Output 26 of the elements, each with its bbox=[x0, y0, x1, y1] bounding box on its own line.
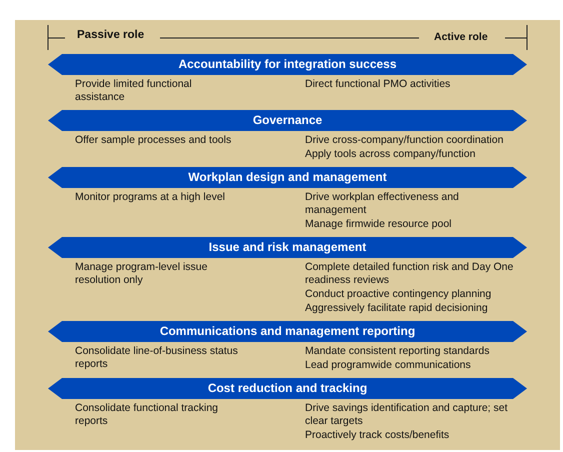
passive-role-text: Consolidate functional tracking reports bbox=[75, 402, 220, 428]
active-role-text: Drive cross-company/function coordination bbox=[305, 134, 504, 147]
active-role-text: Drive savings identification and capture; set clear targets bbox=[305, 402, 509, 428]
active-role-text: Drive workplan effectiveness and management bbox=[305, 191, 460, 217]
section-banner: Communications and management reporting bbox=[48, 321, 527, 342]
active-role-text: Proactively track costs/benefits bbox=[305, 429, 450, 442]
section-banner: Workplan design and management bbox=[48, 167, 527, 188]
active-role-text: Direct functional PMO activities bbox=[305, 78, 452, 91]
section-banner: Accountability for integration success bbox=[48, 54, 527, 75]
active-role-text: Apply tools across company/function bbox=[305, 148, 476, 161]
active-role-text: Complete detailed function risk and Day One readiness reviews bbox=[305, 261, 514, 287]
scale-start-label: Passive role bbox=[77, 29, 144, 41]
passive-role-text: Monitor programs at a high level bbox=[75, 191, 226, 204]
active-role-text: Conduct proactive contingency planning bbox=[305, 288, 492, 301]
passive-role-text: Offer sample processes and tools bbox=[75, 134, 232, 147]
section-banner: Cost reduction and tracking bbox=[48, 378, 527, 399]
section-banner: Governance bbox=[48, 110, 527, 131]
scale-end-label: Active role bbox=[434, 31, 488, 43]
passive-role-text: Provide limited functional assistance bbox=[75, 78, 193, 104]
active-role-text: Lead programwide communications bbox=[305, 359, 472, 372]
passive-role-text: Consolidate line-of-business status reports bbox=[75, 345, 239, 371]
active-role-text: Manage firmwide resource pool bbox=[305, 218, 452, 231]
passive-role-text: Manage program-level issue resolution only bbox=[75, 261, 208, 287]
active-role-text: Aggressively facilitate rapid decisioning bbox=[305, 302, 489, 315]
section-banner: Issue and risk management bbox=[48, 237, 527, 258]
active-role-text: Mandate consistent reporting standards bbox=[305, 345, 490, 358]
